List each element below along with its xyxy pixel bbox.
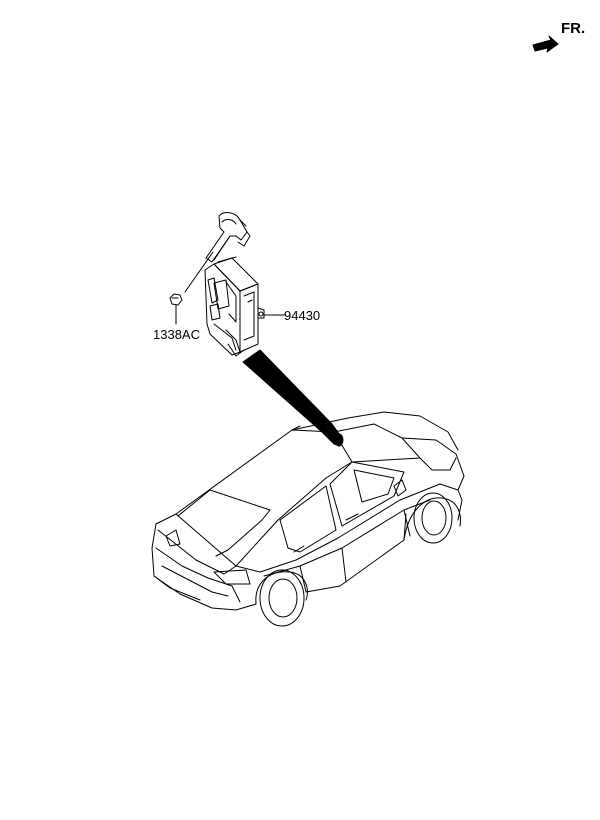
mounting-nut [169,293,183,306]
callout-94430: 94430 [284,308,321,323]
vehicle-outline [151,411,465,627]
front-direction-label: FR. [561,20,586,37]
callout-1338ac: 1338AC [153,327,200,342]
control-module-unit [204,256,265,357]
module-bracket [205,212,251,263]
leader-lines [175,251,286,325]
front-direction-arrow-icon [532,35,559,53]
